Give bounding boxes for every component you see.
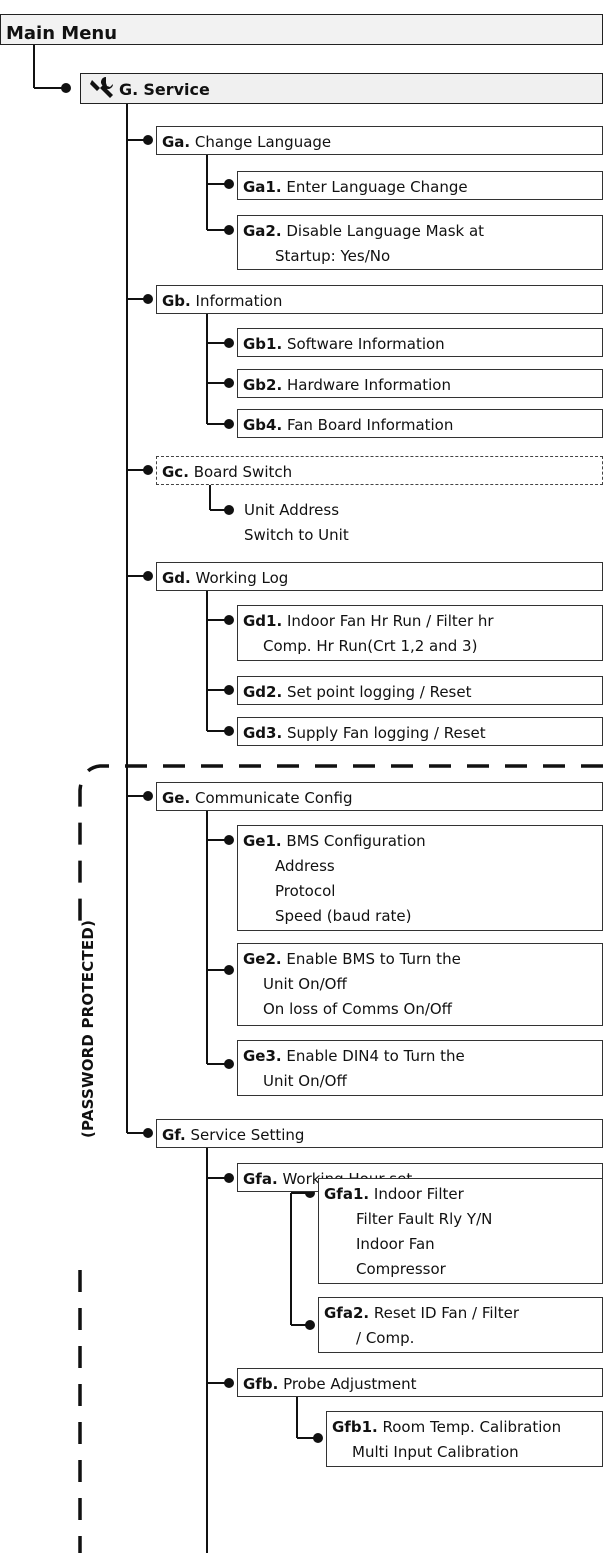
item-code: Gfa2. [324,1304,370,1322]
item-label: Supply Fan logging / Reset [286,724,486,742]
main-menu-header[interactable]: Main Menu [0,14,603,45]
item-detail: Indoor Fan [356,1235,435,1253]
item-label: Probe Adjustment [283,1375,417,1393]
menu-item-gb[interactable]: Gb. Information [156,285,603,314]
item-detail: Address [275,857,335,875]
item-detail: On loss of Comms On/Off [263,1000,453,1018]
item-code: Gb. [162,292,191,310]
menu-item-ge2[interactable]: Ge2. Enable BMS to Turn the Unit On/Off … [237,943,603,1026]
item-label: Indoor Fan Hr Run / Filter hr [286,612,494,630]
menu-item-ge[interactable]: Ge. Communicate Config [156,782,603,811]
menu-item-ga2[interactable]: Ga2. Disable Language Mask at Startup: Y… [237,215,603,270]
item-label: Reset ID Fan / Filter [373,1304,519,1322]
item-detail: Unit On/Off [263,1072,347,1090]
menu-item-gd[interactable]: Gd. Working Log [156,562,603,591]
wrench-icon [90,77,113,98]
gc-sub-unit-address: Unit Address [244,501,340,519]
item-code: Gd2. [243,683,283,701]
item-detail: Speed (baud rate) [275,907,412,925]
item-label: Change Language [194,133,332,151]
item-label: Software Information [286,335,445,353]
menu-item-gfa1[interactable]: Gfa1. Indoor Filter Filter Fault Rly Y/N… [318,1178,603,1284]
menu-item-gd3[interactable]: Gd3. Supply Fan logging / Reset [237,717,603,746]
main-menu-label: Main Menu [6,23,118,44]
menu-item-gd1[interactable]: Gd1. Indoor Fan Hr Run / Filter hr Comp.… [237,605,603,661]
item-detail: Unit On/Off [263,975,347,993]
item-label: Service Setting [190,1126,305,1144]
menu-item-ge1[interactable]: Ge1. BMS Configuration Address Protocol … [237,825,603,931]
item-code: Gb1. [243,335,283,353]
item-detail: Multi Input Calibration [352,1443,519,1461]
item-code: G. [119,80,139,99]
item-code: Gfb1. [332,1418,378,1436]
item-code: Ge2. [243,950,282,968]
item-code: Gfa1. [324,1185,370,1203]
menu-item-g-service[interactable]: G. Service [80,73,603,104]
gc-sub-items: Unit Address Switch to Unit [244,498,349,548]
menu-item-ge3[interactable]: Ge3. Enable DIN4 to Turn the Unit On/Off [237,1040,603,1096]
item-label: Board Switch [193,463,293,481]
menu-item-gfa2[interactable]: Gfa2. Reset ID Fan / Filter / Comp. [318,1297,603,1353]
item-detail: / Comp. [356,1329,415,1347]
item-detail: Compressor [356,1260,446,1278]
item-label: Working Log [195,569,289,587]
menu-item-gb2[interactable]: Gb2. Hardware Information [237,369,603,398]
item-code: Gb4. [243,416,283,434]
item-detail: Filter Fault Rly Y/N [356,1210,493,1228]
menu-item-ga[interactable]: Ga. Change Language [156,126,603,155]
item-label: Enter Language Change [286,178,468,196]
menu-item-ga1[interactable]: Ga1. Enter Language Change [237,171,603,200]
item-label: Set point logging / Reset [286,683,472,701]
item-label: Hardware Information [286,376,451,394]
item-code: Gb2. [243,376,283,394]
item-code: Gd3. [243,724,283,742]
item-label: Fan Board Information [286,416,454,434]
gc-sub-switch-to-unit: Switch to Unit [244,526,349,544]
item-label: Room Temp. Calibration [382,1418,562,1436]
item-code: Gfa. [243,1170,278,1188]
item-label: Disable Language Mask at [286,222,485,240]
item-label: Indoor Filter [373,1185,464,1203]
item-label: BMS Configuration [286,832,426,850]
item-label: Enable BMS to Turn the [286,950,461,968]
menu-item-gf[interactable]: Gf. Service Setting [156,1119,603,1148]
item-code: Ge. [162,789,191,807]
item-label: Service [143,80,210,99]
password-protected-label: (PASSWORD PROTECTED) [76,920,100,1138]
item-code: Ga. [162,133,191,151]
menu-item-gfb1[interactable]: Gfb1. Room Temp. Calibration Multi Input… [326,1411,603,1467]
item-code: Ga2. [243,222,282,240]
item-detail: Startup: Yes/No [275,247,391,265]
item-code: Gd1. [243,612,283,630]
menu-item-gfb[interactable]: Gfb. Probe Adjustment [237,1368,603,1397]
item-detail: Comp. Hr Run(Crt 1,2 and 3) [263,637,478,655]
item-code: Ga1. [243,178,282,196]
item-label: Enable DIN4 to Turn the [286,1047,465,1065]
item-code: Ge1. [243,832,282,850]
item-code: Gc. [162,463,189,481]
item-code: Gfb. [243,1375,279,1393]
item-code: Ge3. [243,1047,282,1065]
item-label: Information [195,292,283,310]
password-protected-text: (PASSWORD PROTECTED) [79,919,97,1139]
menu-item-gd2[interactable]: Gd2. Set point logging / Reset [237,676,603,705]
item-code: Gf. [162,1126,186,1144]
menu-item-gc[interactable]: Gc. Board Switch [156,456,603,485]
item-detail: Protocol [275,882,336,900]
item-code: Gd. [162,569,191,587]
menu-item-gb1[interactable]: Gb1. Software Information [237,328,603,357]
item-label: Communicate Config [194,789,353,807]
menu-item-gb4[interactable]: Gb4. Fan Board Information [237,409,603,438]
